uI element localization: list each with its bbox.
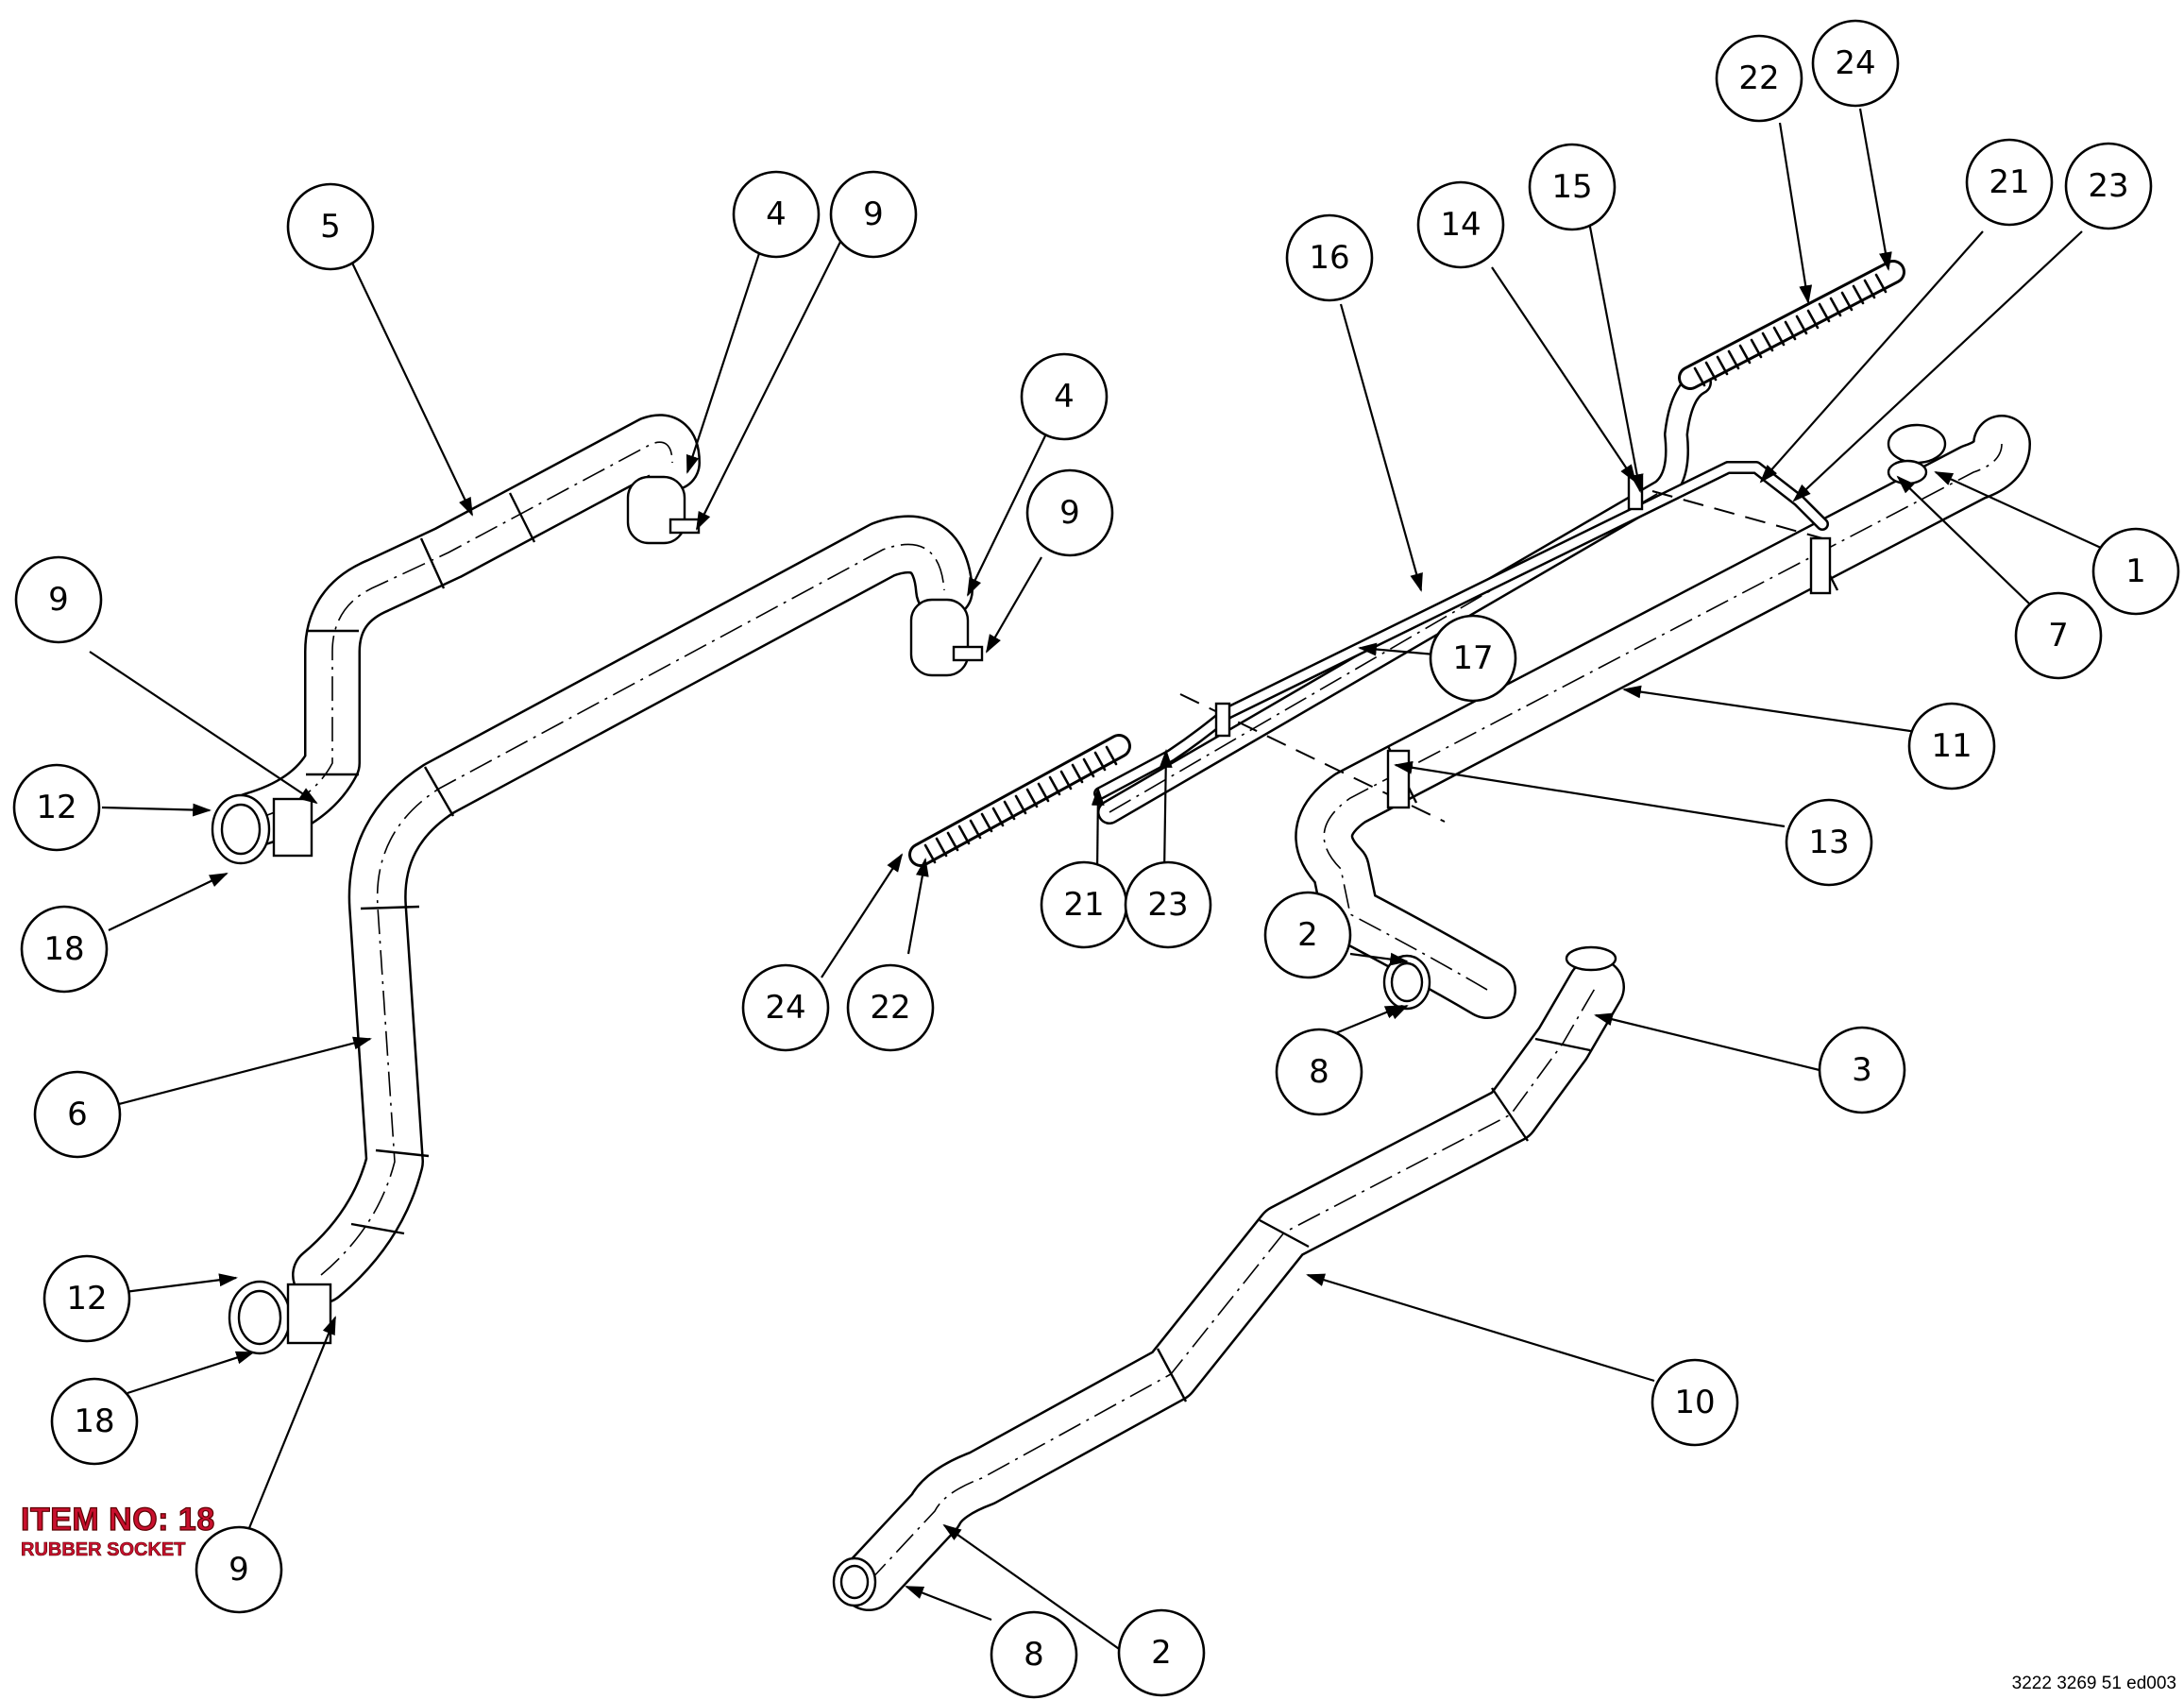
svg-text:8: 8	[1024, 1636, 1044, 1674]
svg-text:23: 23	[2088, 167, 2128, 205]
balloons: 1 2 2 3 4 4 5 6 7 8 8 9 9 9 9 10 11 12 1…	[12, 19, 2180, 1699]
balloon-14: 14	[1416, 180, 1505, 269]
socket-8-right	[1382, 954, 1431, 1011]
balloon-22: 22	[1715, 34, 1803, 123]
rubber-socket-18-upper	[211, 793, 313, 865]
balloon-4: 4	[1020, 352, 1109, 441]
svg-text:9: 9	[863, 196, 884, 233]
svg-text:2: 2	[1151, 1634, 1172, 1672]
svg-text:13: 13	[1808, 824, 1849, 861]
document-number: 3222 3269 51 ed003	[2011, 1674, 2176, 1693]
balloon-17: 17	[1429, 614, 1517, 703]
balloon-9: 9	[829, 170, 918, 259]
balloon-24: 24	[1811, 19, 1900, 108]
balloon-22: 22	[846, 963, 935, 1052]
pipe-10	[839, 958, 1625, 1611]
balloon-8: 8	[990, 1610, 1078, 1699]
svg-text:9: 9	[48, 581, 69, 619]
svg-text:18: 18	[74, 1402, 114, 1440]
balloon-16: 16	[1285, 213, 1374, 302]
hose-22-upper	[1678, 260, 1905, 390]
item-subtitle: RUBBER SOCKET	[21, 1539, 186, 1561]
clamp-right	[1809, 536, 1832, 595]
clamp-13	[1386, 749, 1411, 809]
balloon-12: 12	[42, 1254, 131, 1343]
balloon-23: 23	[1124, 860, 1212, 949]
svg-text:11: 11	[1931, 727, 1972, 765]
svg-text:3: 3	[1852, 1051, 1872, 1089]
socket-3	[1565, 945, 1617, 972]
svg-text:2: 2	[1297, 916, 1318, 954]
balloon-13: 13	[1785, 798, 1873, 887]
balloon-24: 24	[741, 963, 830, 1052]
pipe-6	[292, 515, 973, 1304]
svg-text:15: 15	[1551, 168, 1592, 206]
svg-text:6: 6	[67, 1096, 88, 1133]
svg-text:5: 5	[320, 208, 341, 246]
svg-text:9: 9	[229, 1551, 249, 1589]
leaders	[89, 108, 2102, 1663]
balloon-21: 21	[1965, 138, 2054, 227]
balloon-9: 9	[1025, 468, 1114, 557]
balloon-10: 10	[1651, 1358, 1739, 1447]
svg-text:4: 4	[1054, 378, 1075, 416]
balloon-2: 2	[1117, 1608, 1206, 1697]
balloon-11: 11	[1907, 702, 1996, 790]
balloon-1: 1	[2091, 527, 2180, 616]
pipe-11	[1295, 415, 2031, 1019]
pipes	[225, 260, 2031, 1611]
coupling-4-lower	[909, 598, 984, 677]
svg-text:22: 22	[870, 989, 910, 1027]
balloon-15: 15	[1528, 143, 1617, 231]
balloon-9: 9	[195, 1525, 283, 1614]
svg-text:12: 12	[36, 789, 76, 826]
elbow-1	[1887, 423, 1947, 485]
item-title: ITEM NO: 18	[20, 1501, 215, 1538]
balloon-12: 12	[12, 763, 101, 852]
balloon-3: 3	[1818, 1026, 1906, 1114]
hose-22-lower	[908, 734, 1131, 867]
pipe-17	[1093, 461, 1829, 800]
balloon-8: 8	[1275, 1028, 1363, 1116]
svg-text:21: 21	[1989, 163, 2029, 201]
socket-8-bottom	[832, 1556, 877, 1607]
construction-line	[1651, 490, 1823, 539]
svg-text:18: 18	[43, 930, 84, 968]
svg-text:4: 4	[766, 196, 787, 233]
svg-text:12: 12	[66, 1280, 107, 1318]
svg-text:21: 21	[1063, 886, 1104, 924]
balloon-18: 18	[50, 1377, 139, 1466]
svg-text:1: 1	[2125, 552, 2146, 590]
balloon-5: 5	[286, 182, 375, 271]
svg-text:16: 16	[1309, 239, 1349, 277]
svg-text:17: 17	[1452, 639, 1493, 677]
svg-text:8: 8	[1309, 1053, 1329, 1091]
svg-text:24: 24	[1835, 44, 1875, 82]
rubber-socket-18-lower	[228, 1280, 332, 1355]
balloon-21: 21	[1040, 860, 1128, 949]
balloon-7: 7	[2014, 591, 2103, 680]
balloon-9: 9	[14, 555, 103, 644]
balloon-6: 6	[33, 1070, 122, 1159]
svg-text:23: 23	[1147, 886, 1188, 924]
coupling-4-upper	[626, 475, 701, 545]
balloon-2: 2	[1263, 891, 1352, 979]
svg-text:22: 22	[1738, 60, 1779, 97]
svg-text:7: 7	[2048, 617, 2069, 654]
svg-text:9: 9	[1059, 494, 1080, 532]
balloon-18: 18	[20, 905, 109, 994]
balloon-4: 4	[732, 170, 821, 259]
svg-text:14: 14	[1440, 206, 1481, 244]
svg-text:24: 24	[765, 989, 805, 1027]
svg-text:10: 10	[1674, 1384, 1715, 1421]
balloon-23: 23	[2064, 142, 2153, 230]
